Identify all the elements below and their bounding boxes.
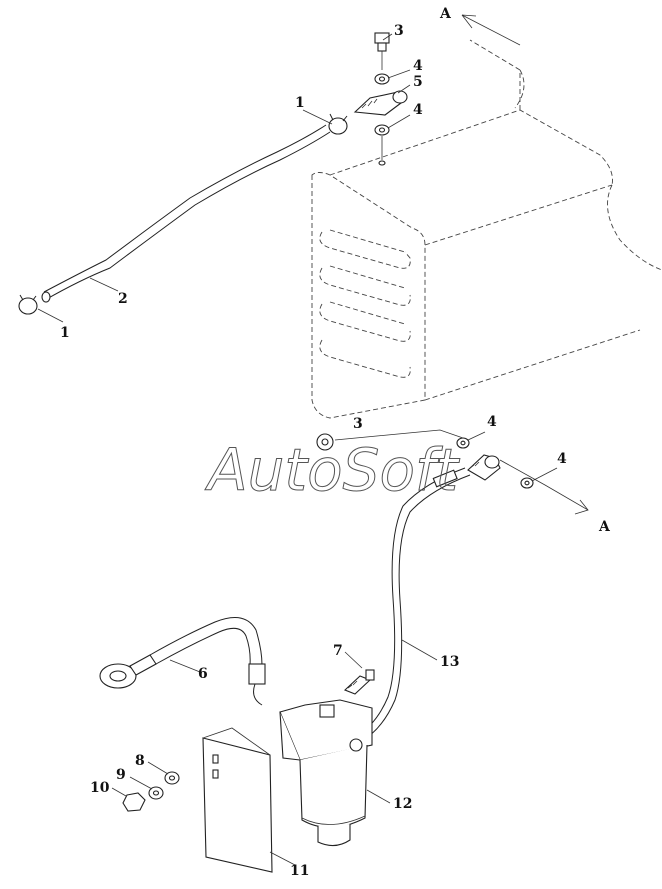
hose-clamp-top: [328, 113, 348, 135]
callout-6: 6: [198, 666, 208, 682]
section-marker-bottom: A: [598, 519, 611, 535]
callout-12: 12: [393, 796, 412, 812]
callout-7: 7: [333, 643, 343, 659]
hose-2: [41, 124, 331, 303]
banjo-fitting-mid: [467, 454, 501, 481]
callout-10: 10: [90, 780, 110, 796]
callout-3-mid: 3: [353, 416, 363, 432]
nut-10: [122, 792, 146, 812]
bracket-11: [202, 727, 273, 873]
callout-4-top-a: 4: [413, 58, 423, 74]
section-marker-top: A: [439, 6, 452, 22]
washer-9: [148, 786, 164, 800]
callout-5: 5: [413, 74, 423, 90]
callout-13: 13: [440, 654, 459, 670]
banjo-bolt-mid: [316, 433, 334, 451]
fuel-filter-12: [279, 699, 373, 847]
washer-8: [164, 771, 180, 785]
callout-1-top: 1: [295, 95, 305, 111]
callout-8: 8: [135, 753, 145, 769]
washer-top-b: [374, 124, 390, 166]
watermark: AutoSoft: [204, 436, 460, 504]
banjo-bolt-top: [374, 32, 390, 70]
hose-13: [355, 467, 471, 743]
callout-9: 9: [116, 767, 126, 783]
washer-top-a: [374, 73, 390, 85]
callout-3-top: 3: [394, 23, 404, 39]
callout-4-top-b: 4: [413, 102, 423, 118]
section-arrow-bottom: [574, 499, 589, 515]
callout-1-left: 1: [60, 325, 70, 341]
callout-4-mid-b: 4: [557, 451, 567, 467]
section-arrow-top: [461, 14, 521, 46]
banjo-bolt-7: [343, 669, 375, 695]
washer-mid-a: [456, 437, 470, 449]
callout-11: 11: [290, 863, 309, 879]
hose-clamp-left: [18, 294, 38, 315]
fuel-tank: [311, 39, 662, 419]
callout-4-mid-a: 4: [487, 414, 497, 430]
callout-2: 2: [118, 291, 128, 307]
banjo-fitting-5: [353, 90, 408, 116]
hose-6: [99, 617, 266, 706]
washer-mid-b: [520, 477, 534, 489]
